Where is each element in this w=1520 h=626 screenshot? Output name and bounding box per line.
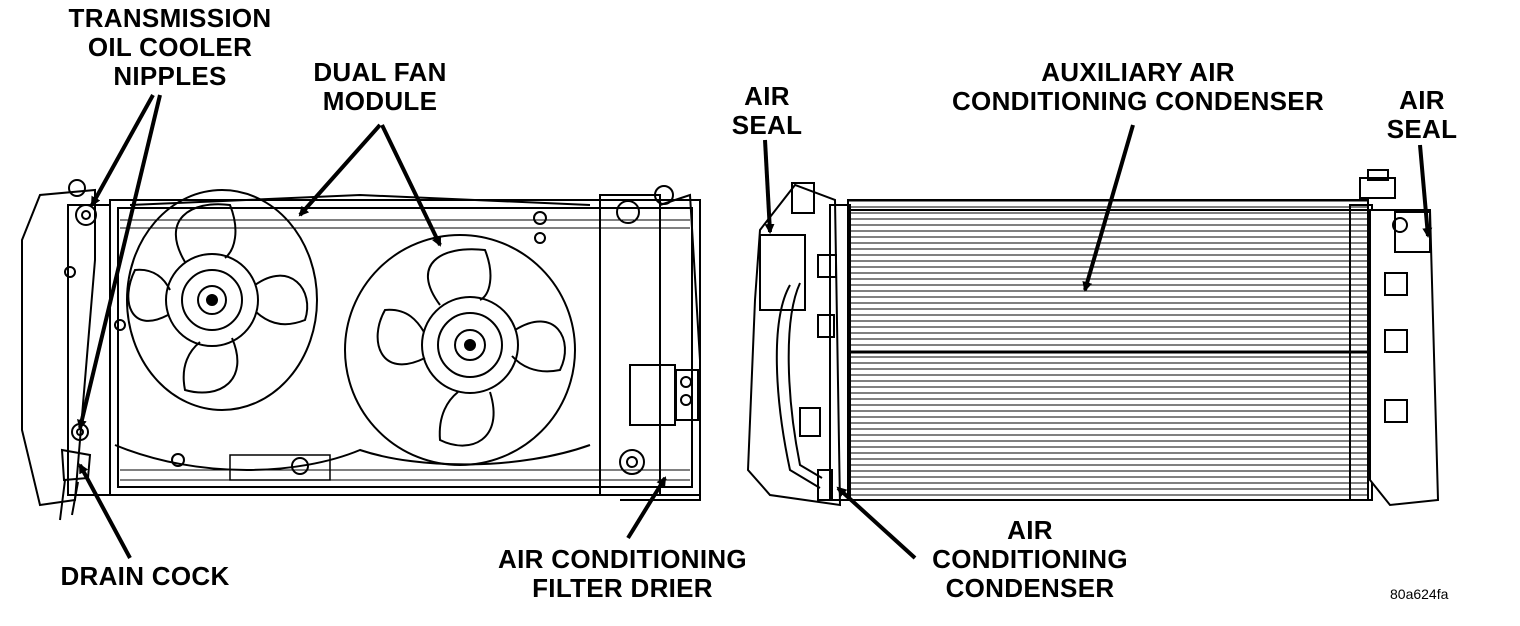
arrow-trans-nipple-top [90,94,155,207]
label-transmission-oil-cooler-nipples: TRANSMISSION OIL COOLER NIPPLES [68,3,272,91]
arrow-trans-nipple-bottom [77,94,162,430]
label-auxiliary-air-conditioning-condenser: AUXILIARY AIR CONDITIONING CONDENSER [951,57,1325,116]
figure-code: 80a624fa [1390,586,1449,602]
label-air-conditioning-condenser: AIR CONDITIONING CONDENSER [932,515,1128,603]
arrow-air-seal-left [763,139,775,234]
label-air-seal-left: AIR SEAL [731,81,803,140]
label-dual-fan-module: DUAL FAN MODULE [313,57,447,116]
arrow-ac-condenser [836,486,917,560]
arrow-aux-condenser [1082,124,1135,292]
label-drain-cock: DRAIN COCK [60,561,230,591]
arrow-dual-fan-right [380,124,442,247]
arrow-filter-drier [626,476,667,540]
arrow-dual-fan-left [298,123,382,217]
arrow-drain-cock [78,463,132,559]
leader-arrows [77,94,1433,560]
arrow-air-seal-right [1418,144,1433,238]
label-air-conditioning-filter-drier: AIR CONDITIONING FILTER DRIER [498,544,747,603]
condenser-rear-view [746,169,1440,507]
label-air-seal-right: AIR SEAL [1386,85,1458,144]
radiator-front-view [21,179,701,521]
